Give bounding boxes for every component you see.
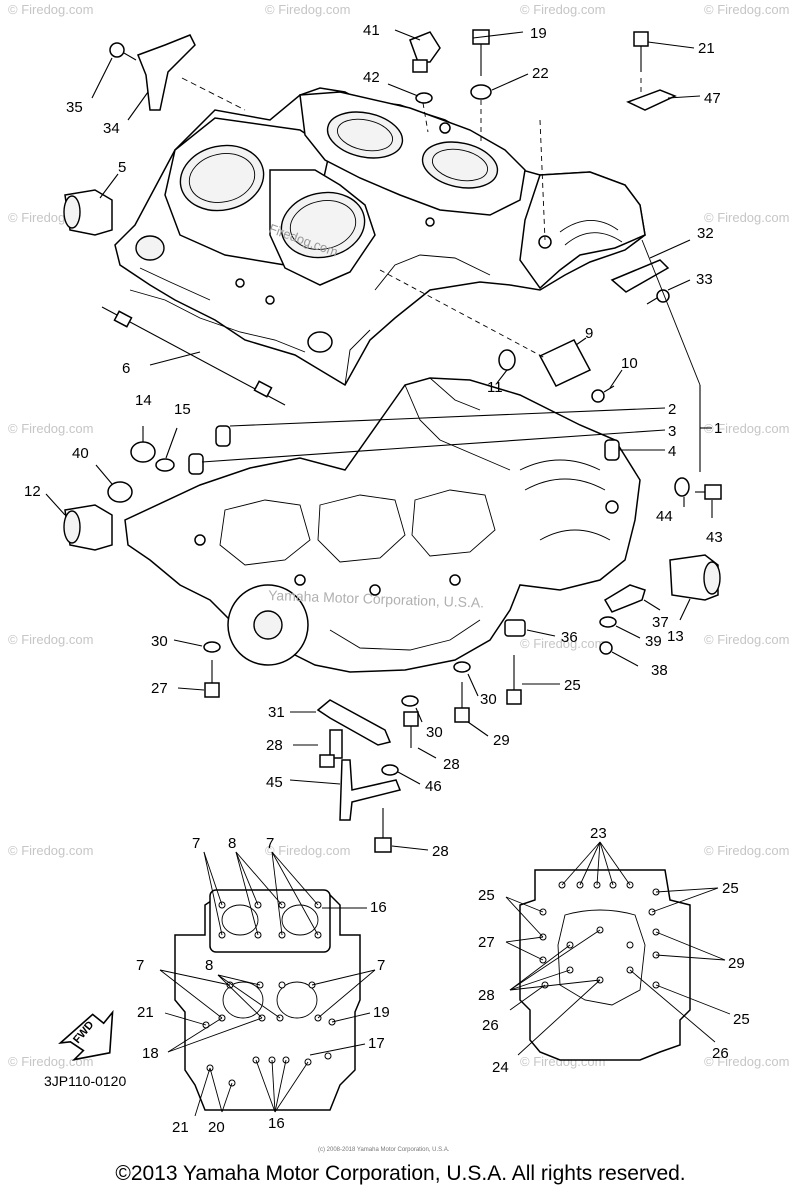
- callout-label: 11: [487, 379, 503, 396]
- watermark: © Firedog.com: [8, 1054, 93, 1069]
- callout-label: 19: [373, 1004, 390, 1021]
- callout-label: 32: [697, 225, 714, 242]
- callout-label: 7: [136, 957, 144, 974]
- callout-label: 21: [698, 40, 715, 57]
- callout-label: 29: [493, 732, 510, 749]
- copyright-footer: ©2013 Yamaha Motor Corporation, U.S.A. A…: [115, 1162, 686, 1185]
- callout-label: 36: [561, 629, 578, 646]
- fine-print: (c) 2008-2018 Yamaha Motor Corporation, …: [318, 1147, 450, 1153]
- bolt-pattern-left: [159, 851, 376, 1117]
- watermark: © Firedog.com: [8, 843, 93, 858]
- lower-crankcase: [124, 377, 641, 673]
- callout-label: 41: [363, 22, 380, 39]
- callout-label: 30: [426, 724, 443, 741]
- bolt-pattern-right: [505, 841, 731, 1061]
- watermark: © Firedog.com: [704, 421, 789, 436]
- leader-lines: [45, 29, 713, 851]
- callout-label: 28: [443, 756, 460, 773]
- callout-label: 13: [667, 628, 684, 645]
- callout-label: 40: [72, 445, 89, 462]
- watermark: © Firedog.com: [520, 2, 605, 17]
- callout-label: 25: [722, 880, 739, 897]
- callout-label: 27: [151, 680, 168, 697]
- callout-label: 39: [645, 633, 662, 650]
- callout-label: 45: [266, 774, 283, 791]
- callout-label: 21: [172, 1119, 189, 1136]
- callout-label: 30: [151, 633, 168, 650]
- callout-label: 46: [425, 778, 442, 795]
- callout-label: 38: [651, 662, 668, 679]
- callout-label: 37: [652, 614, 669, 631]
- callout-label: 26: [482, 1017, 499, 1034]
- part-code: 3JP110-0120: [44, 1073, 126, 1089]
- center-watermark: Yamaha Motor Corporation, U.S.A.: [268, 587, 484, 611]
- callout-label: 7: [192, 835, 200, 852]
- watermark: © Firedog.com: [8, 2, 93, 17]
- callout-label: 22: [532, 65, 549, 82]
- callout-label: 5: [118, 159, 126, 176]
- callout-label: 7: [377, 957, 385, 974]
- callout-label: 4: [668, 443, 676, 460]
- callout-label: 12: [24, 483, 41, 500]
- watermark: © Firedog.com: [8, 421, 93, 436]
- callout-label: 10: [621, 355, 638, 372]
- callout-label: 1: [714, 420, 722, 437]
- callout-label: 20: [208, 1119, 225, 1136]
- callout-label: 16: [268, 1115, 285, 1132]
- callout-label: 34: [103, 120, 120, 137]
- callout-label: 35: [66, 99, 83, 116]
- callout-label: 17: [368, 1035, 385, 1052]
- callout-label: 31: [268, 704, 285, 721]
- callout-label: 9: [585, 325, 593, 342]
- callout-label: 28: [432, 843, 449, 860]
- callout-label: 44: [656, 508, 673, 525]
- callout-label: 16: [370, 899, 387, 916]
- watermark: © Firedog.com: [520, 636, 605, 651]
- watermark: © Firedog.com: [265, 843, 350, 858]
- callout-label: 42: [363, 69, 380, 86]
- callout-label: 8: [228, 835, 236, 852]
- watermark: © Firedog.com: [704, 210, 789, 225]
- watermark: © Firedog.com: [265, 2, 350, 17]
- watermark: © Firedog.com: [8, 632, 93, 647]
- callout-label: 23: [590, 825, 607, 842]
- callout-label: 27: [478, 934, 495, 951]
- fwd-arrow-icon: FWD: [58, 1009, 114, 1061]
- watermark: © Firedog.com: [704, 2, 789, 17]
- callout-label: 29: [728, 955, 745, 972]
- callout-labels: 41 19 21 42 22 47 35 34 5 32 33 9 10 6 1…: [24, 22, 750, 1136]
- callout-label: 24: [492, 1059, 509, 1076]
- callout-label: 18: [142, 1045, 159, 1062]
- callout-label: 19: [530, 25, 547, 42]
- callout-label: 15: [174, 401, 191, 418]
- callout-label: 21: [137, 1004, 154, 1021]
- upper-crankcase: [114, 87, 646, 387]
- callout-label: 6: [122, 360, 130, 377]
- watermark: © Firedog.com: [704, 843, 789, 858]
- callout-label: 14: [135, 392, 152, 409]
- watermark-layer: © Firedog.com © Firedog.com © Firedog.co…: [8, 2, 789, 1069]
- callout-label: 28: [266, 737, 283, 754]
- callout-label: 47: [704, 90, 721, 107]
- watermark: © Firedog.com: [704, 1054, 789, 1069]
- callout-label: 43: [706, 529, 723, 546]
- watermark: © Firedog.com: [704, 632, 789, 647]
- callout-label: 25: [478, 887, 495, 904]
- callout-label: 25: [564, 677, 581, 694]
- callout-label: 7: [266, 835, 274, 852]
- callout-label: 3: [668, 423, 676, 440]
- callout-label: 28: [478, 987, 495, 1004]
- callout-label: 33: [696, 271, 713, 288]
- callout-label: 30: [480, 691, 497, 708]
- callout-label: 26: [712, 1045, 729, 1062]
- callout-label: 2: [668, 401, 676, 418]
- callout-label: 25: [733, 1011, 750, 1028]
- callout-label: 8: [205, 957, 213, 974]
- small-parts: [63, 29, 722, 853]
